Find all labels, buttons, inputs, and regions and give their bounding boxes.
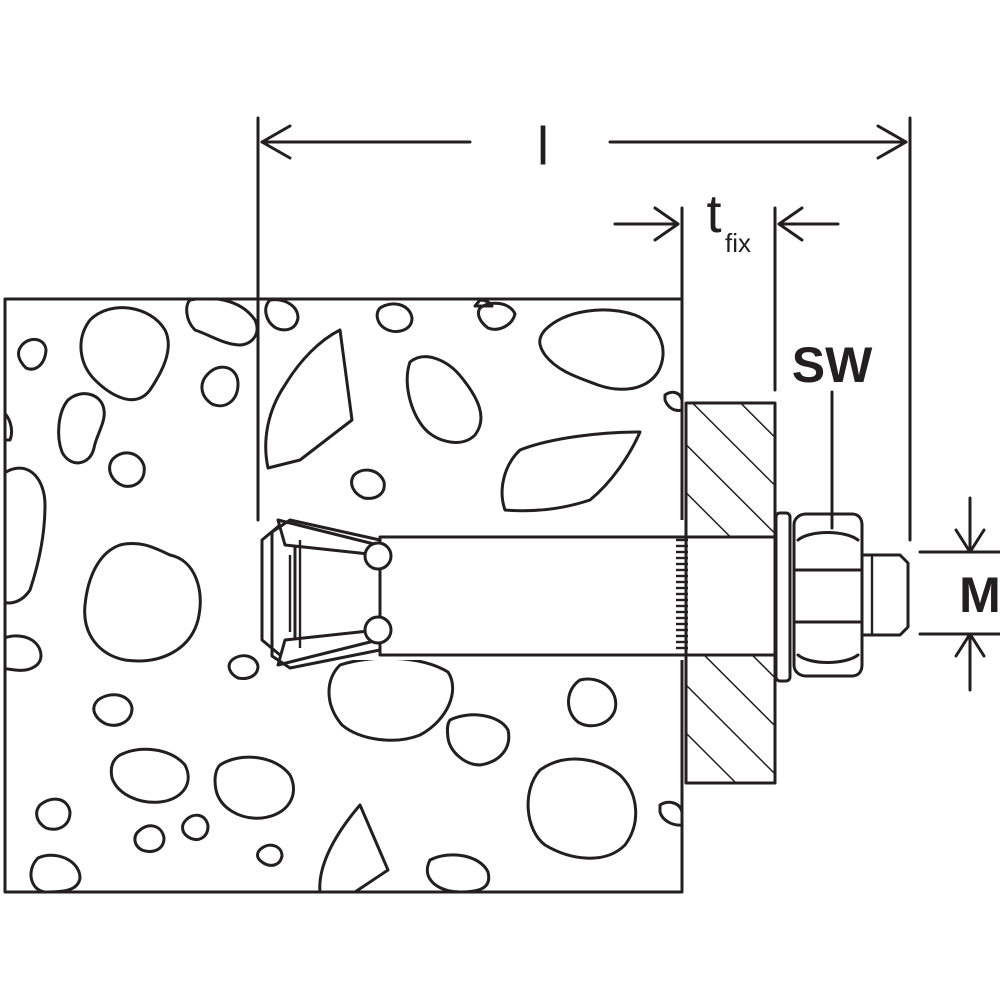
- sw-label: SW: [792, 337, 873, 393]
- dimension-thread: M: [918, 496, 1000, 692]
- tfix-label-sub: fix: [725, 228, 751, 258]
- washer: [774, 511, 792, 683]
- wrench-size-callout: SW: [792, 337, 873, 530]
- length-label: l: [537, 116, 549, 176]
- hex-nut: [792, 512, 864, 678]
- bolt-shank: [378, 535, 782, 657]
- fixture-plate: [684, 401, 777, 785]
- tfix-label-main: t: [706, 184, 721, 244]
- dimension-length: l: [256, 116, 912, 542]
- nut-assembly: [774, 511, 910, 683]
- sleeve-ball-top: [363, 541, 393, 571]
- thread-label: M: [959, 567, 1000, 623]
- thread-end: [860, 553, 910, 637]
- sleeve-ball-bottom: [363, 615, 393, 645]
- dimension-tfix: t fix: [613, 184, 840, 392]
- anchor-bolt: [258, 518, 782, 670]
